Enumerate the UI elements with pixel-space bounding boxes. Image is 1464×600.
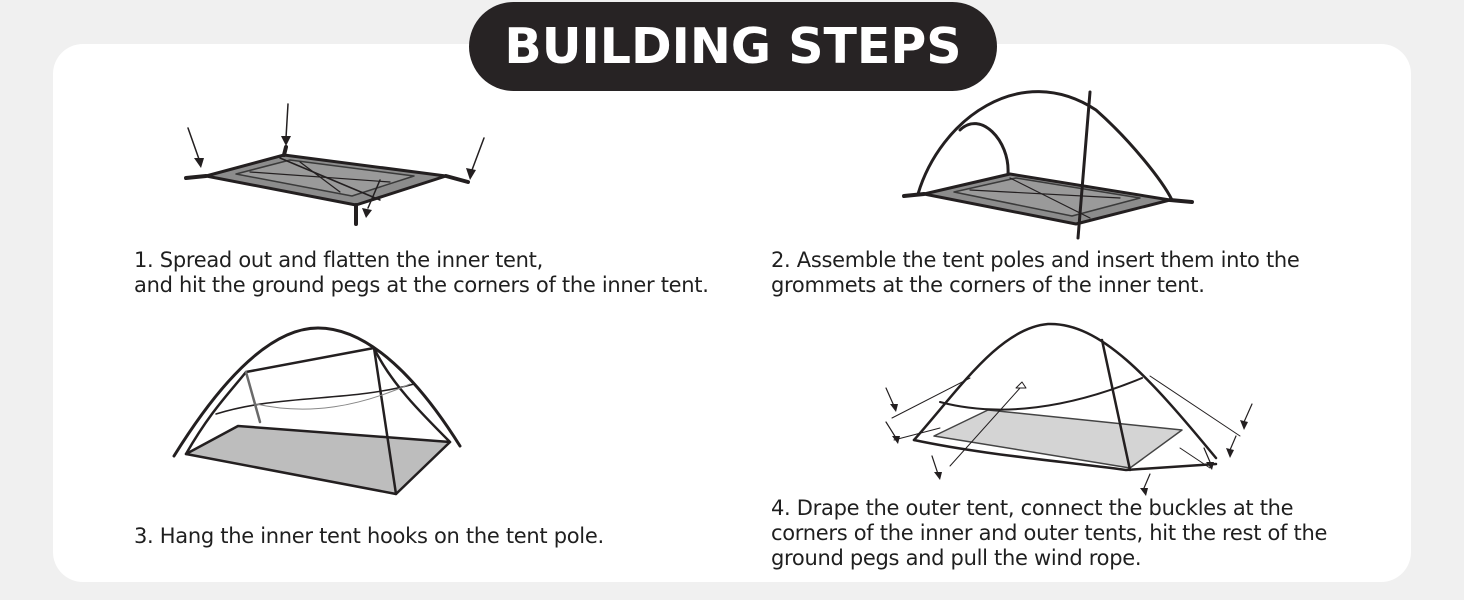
step-2-pole-cross <box>958 122 1010 176</box>
step-4-illustration <box>885 322 1253 496</box>
step-3-line-1: 3. Hang the inner tent hooks on the tent… <box>134 524 604 548</box>
step-3-tent-floor <box>184 424 452 496</box>
step-2-line-2: grommets at the corners of the inner ten… <box>771 273 1205 297</box>
step-2-text: 2. Assemble the tent poles and insert th… <box>771 248 1300 298</box>
step-2-line-1: 2. Assemble the tent poles and insert th… <box>771 248 1300 272</box>
step-1-line-1: 1. Spread out and flatten the inner tent… <box>134 248 543 272</box>
step-4-tent-floor <box>933 409 1183 469</box>
page-title: BUILDING STEPS <box>469 2 997 91</box>
step-4-line-3: ground pegs and pull the wind rope. <box>771 546 1142 570</box>
step-4-outer-tent <box>912 322 1218 460</box>
step-3-illustration <box>172 326 462 496</box>
step-1-illustration <box>184 103 485 226</box>
step-2-pole-main <box>916 90 1174 202</box>
step-4-line-1: 4. Drape the outer tent, connect the buc… <box>771 496 1294 520</box>
step-4-line-2: corners of the inner and outer tents, hi… <box>771 521 1328 545</box>
step-3-pole <box>172 326 462 458</box>
step-3-text: 3. Hang the inner tent hooks on the tent… <box>134 524 604 549</box>
content-card <box>53 44 1411 582</box>
step-1-text: 1. Spread out and flatten the inner tent… <box>134 248 709 298</box>
step-2-illustration <box>902 90 1194 240</box>
step-1-line-2: and hit the ground pegs at the corners o… <box>134 273 709 297</box>
step-4-text: 4. Drape the outer tent, connect the buc… <box>771 496 1327 571</box>
